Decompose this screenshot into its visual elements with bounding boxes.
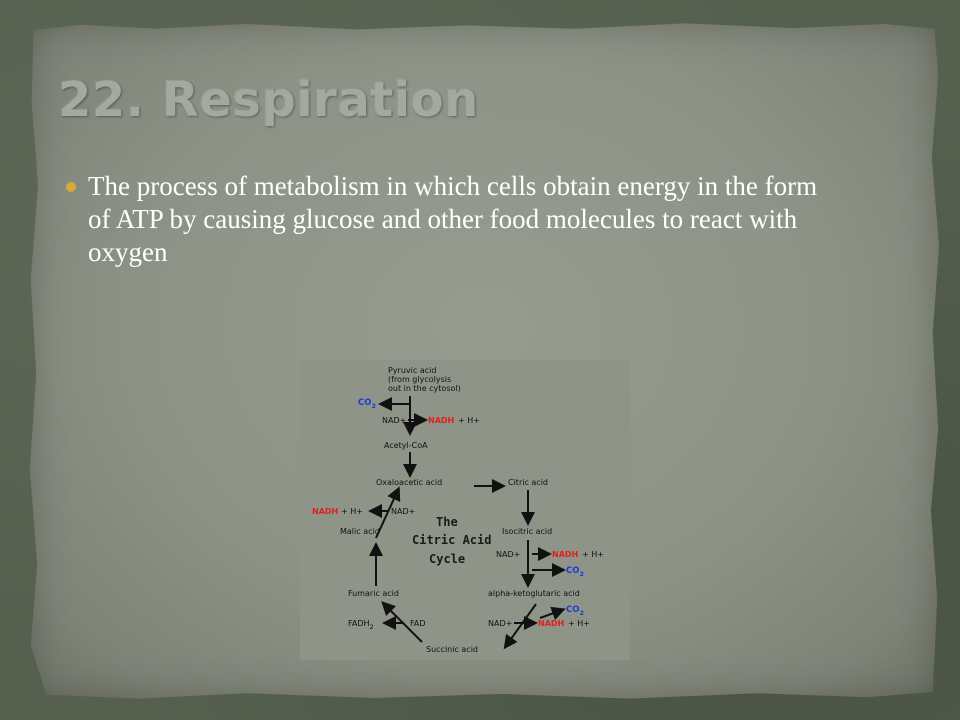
label-oxaloacetic-acid: Oxaloacetic acid (376, 478, 442, 487)
label-acetyl-coa: Acetyl-CoA (384, 441, 428, 450)
label-co2-top: CO2 (358, 398, 376, 410)
bullet-dot-icon (66, 182, 76, 192)
label-fumaric-acid: Fumaric acid (348, 589, 399, 598)
arrow-succinic-to-fumaric (381, 601, 423, 643)
arrow-co2-release-3 (539, 606, 566, 620)
label-citric-acid: Citric acid (508, 478, 548, 487)
arrow-malic-to-oxaloacetic (375, 486, 401, 539)
label-cycle-the: The (436, 515, 458, 529)
slide-title: 22. Respiration (58, 72, 479, 128)
label-nad-3: NAD+ (496, 550, 520, 559)
label-alpha-ketoglutaric-acid: alpha-ketoglutaric acid (488, 589, 580, 598)
label-nad-4: NAD+ (488, 619, 512, 628)
citric-acid-cycle-diagram: Pyruvic acid (from glycolysis out in the… (300, 360, 630, 660)
label-fad: FAD (410, 619, 426, 628)
label-co2-3: CO2 (566, 605, 584, 617)
bullet-item: The process of metabolism in which cells… (66, 170, 846, 269)
arrow-alpha-to-succinic (503, 603, 537, 650)
label-nad-2: NAD+ (391, 507, 415, 516)
label-succinic-acid: Succinic acid (426, 645, 478, 654)
citric-acid-cycle-svg: Pyruvic acid (from glycolysis out in the… (300, 360, 630, 660)
label-malic-acid: Malic acid (340, 527, 380, 536)
diagram-background (300, 360, 630, 660)
label-co2-2: CO2 (566, 566, 584, 578)
label-nadh-4: NADH (538, 619, 564, 628)
label-from-glycolysis: (from glycolysis (388, 375, 451, 384)
label-cycle-cycle: Cycle (429, 552, 465, 566)
label-pyruvic-acid: Pyruvic acid (388, 366, 436, 375)
fadh2-main: FADH (348, 619, 370, 628)
co2-3-sub: 2 (579, 609, 584, 617)
co2-top-sub: 2 (371, 402, 376, 410)
co2-2-main: CO (566, 566, 579, 576)
label-cycle-citric-acid: Citric Acid (412, 533, 491, 547)
label-h-3: + H+ (582, 550, 604, 559)
label-nadh-1: NADH (428, 416, 454, 425)
label-out-in-cytosol: out in the cytosol) (388, 384, 461, 393)
co2-top-main: CO (358, 398, 371, 408)
label-nad-1: NAD+ (382, 416, 406, 425)
label-nadh-3: NADH (552, 550, 578, 559)
label-h-1: + H+ (458, 416, 480, 425)
fadh2-sub: 2 (370, 623, 374, 631)
label-fadh2: FADH2 (348, 619, 374, 631)
label-isocitric-acid: Isocitric acid (502, 527, 552, 536)
co2-2-sub: 2 (579, 570, 584, 578)
label-h-2: + H+ (341, 507, 363, 516)
co2-3-main: CO (566, 605, 579, 615)
label-nadh-2: NADH (312, 507, 338, 516)
bullet-text: The process of metabolism in which cells… (88, 171, 818, 267)
label-h-4: + H+ (568, 619, 590, 628)
